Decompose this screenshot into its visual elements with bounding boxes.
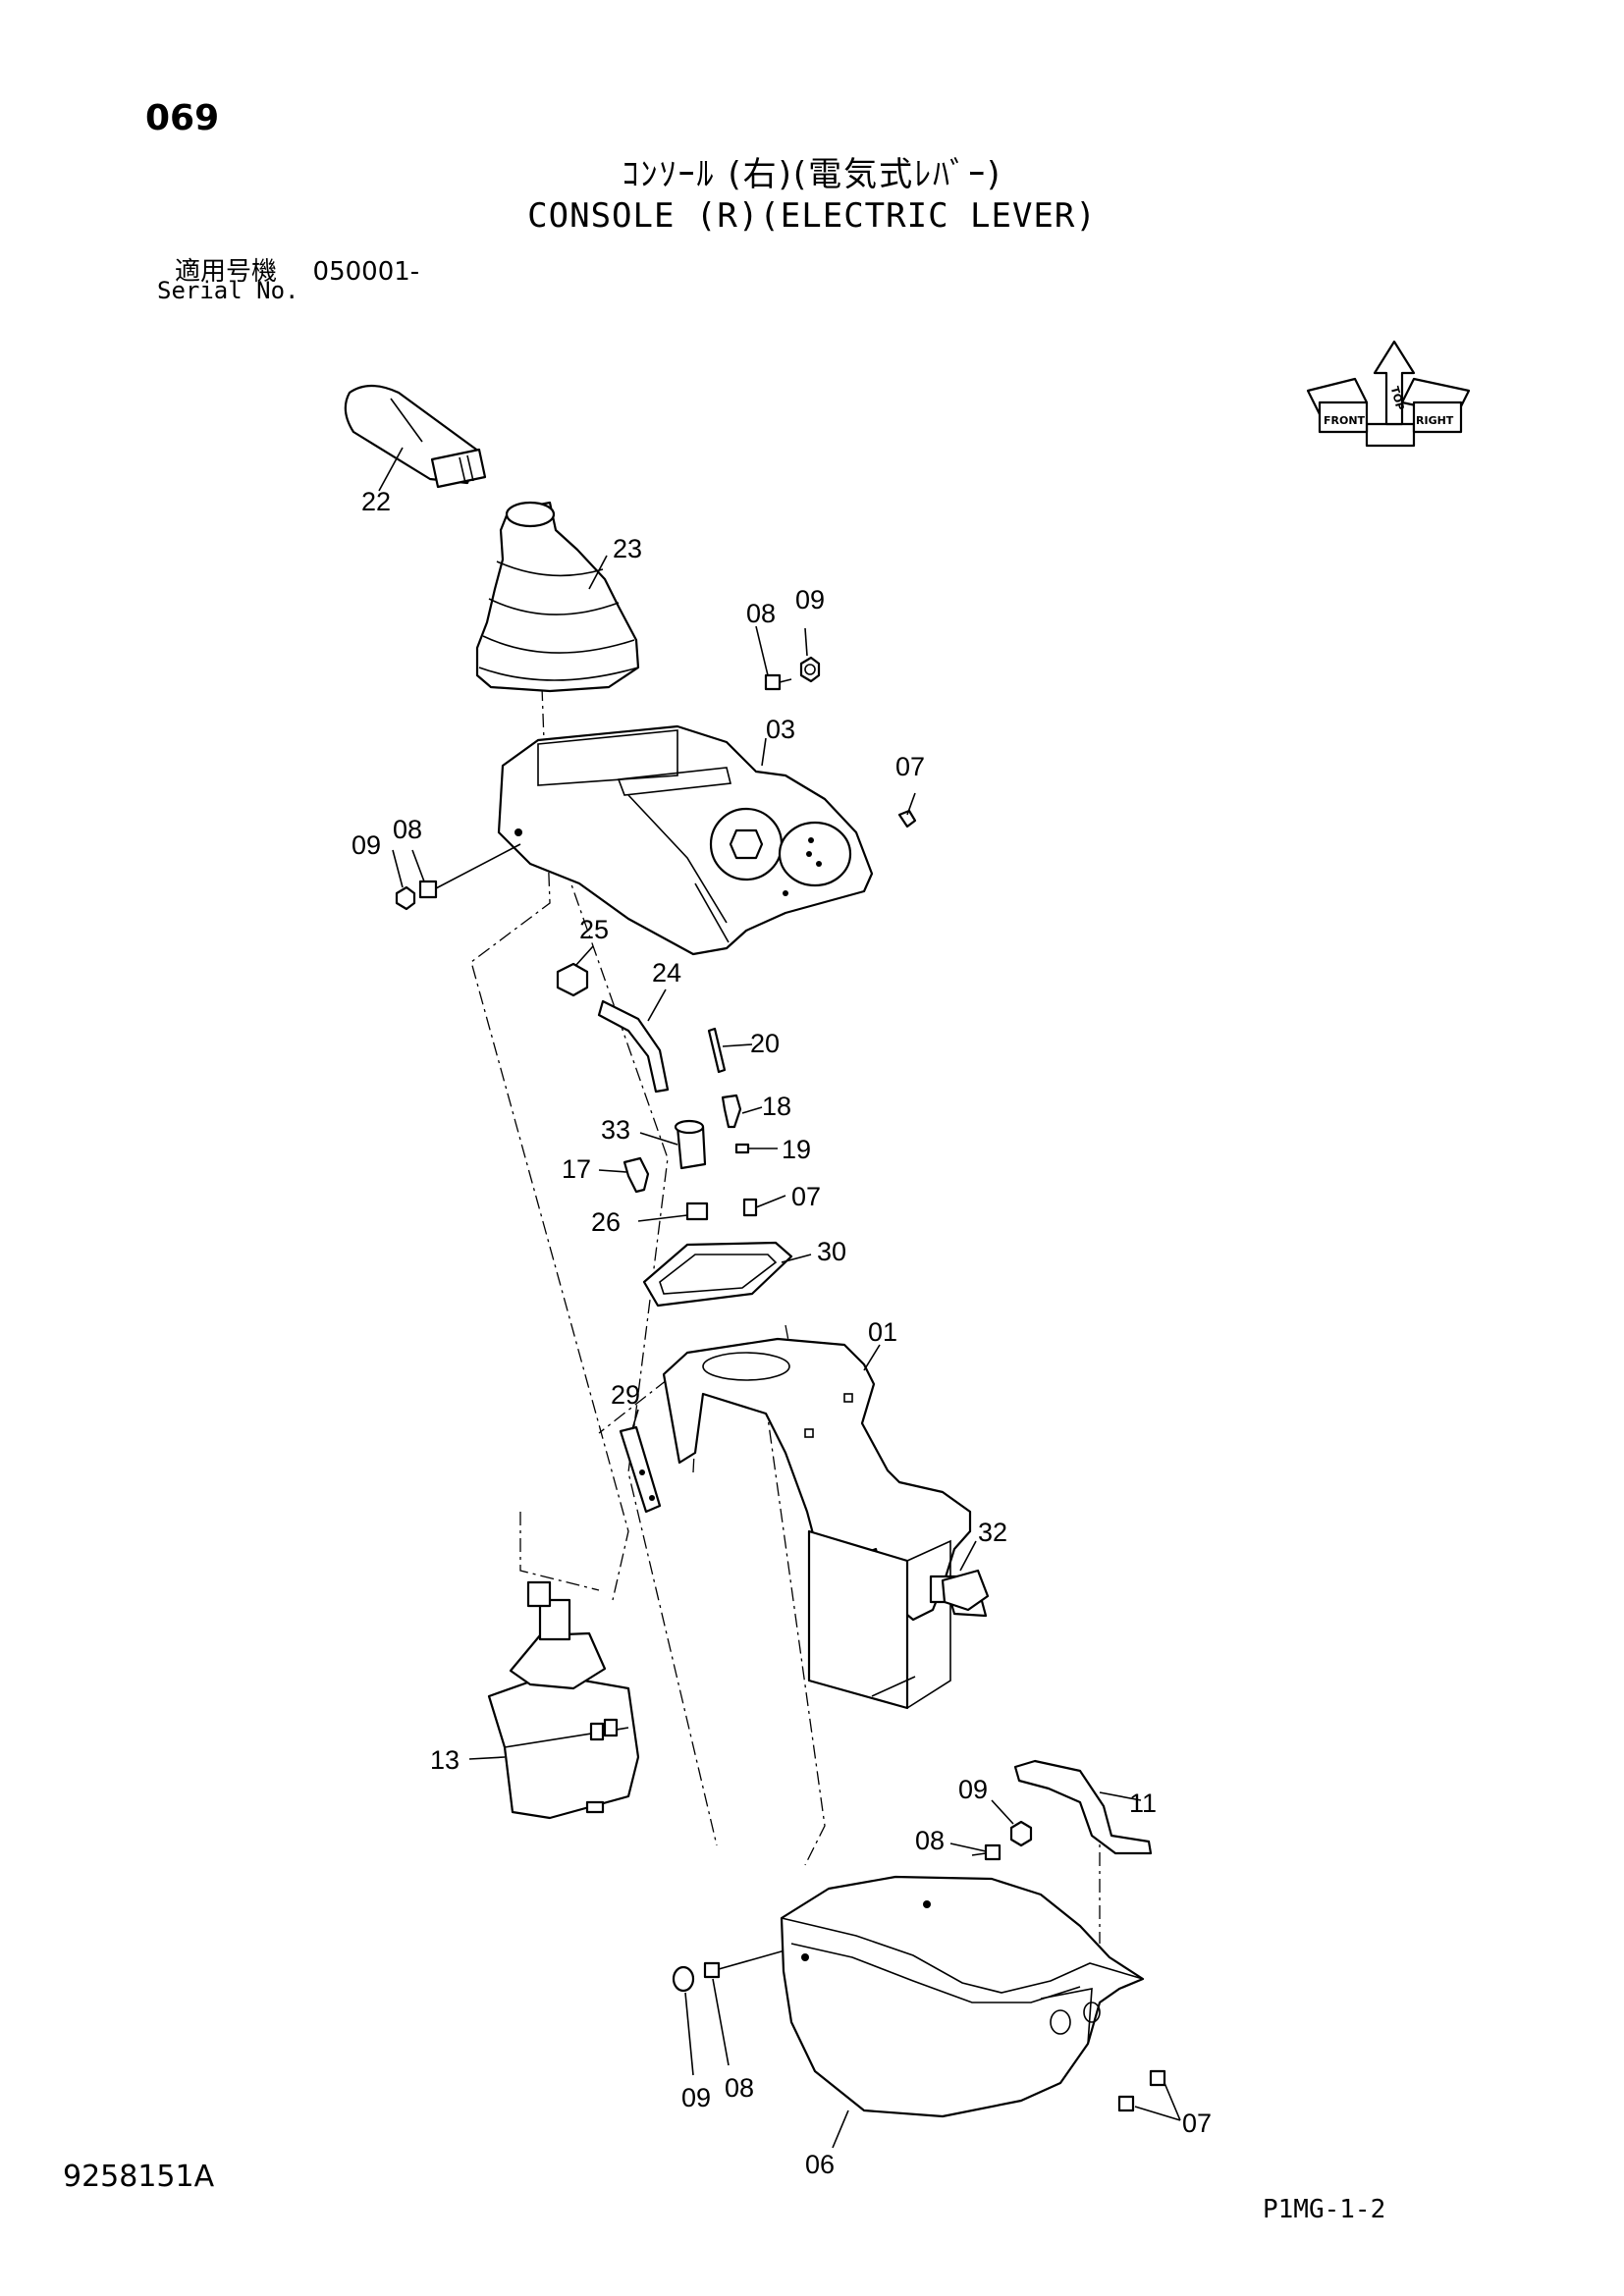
part-17-bolt [623, 1156, 650, 1194]
orientation-top-label: TOP [1388, 385, 1407, 411]
orientation-icon: TOP FRONT RIGHT [1306, 340, 1471, 448]
callout-09: 09 [681, 2083, 711, 2112]
callout-24: 24 [652, 958, 681, 988]
callout-09: 09 [352, 830, 381, 860]
callout-18: 18 [762, 1092, 791, 1121]
callout-03: 03 [766, 715, 795, 744]
part-19-washer [734, 1143, 750, 1154]
leader-lines [378, 447, 1181, 2149]
callout-23: 23 [613, 534, 642, 563]
callout-01: 01 [868, 1317, 897, 1347]
part-11-handle [1013, 1759, 1153, 1855]
part-20-pin [707, 1027, 727, 1074]
callout-08: 08 [393, 815, 422, 844]
serial-value: 050001- [312, 257, 420, 287]
callout-07: 07 [791, 1182, 821, 1211]
hardware-console-top [395, 656, 917, 911]
callout-26: 26 [591, 1207, 621, 1237]
callout-11: 11 [1129, 1789, 1157, 1818]
title-english: CONSOLE (R)(ELECTRIC LEVER) [527, 196, 1097, 236]
part-01-bracket [662, 1337, 988, 1710]
callout-08: 08 [725, 2073, 754, 2103]
callout-09: 09 [795, 585, 825, 614]
orientation-right-label: RIGHT [1416, 414, 1454, 427]
sheet-code: P1MG-1-2 [1263, 2195, 1386, 2224]
serial-range: 適用号機 050001- [175, 251, 419, 288]
part-22-grip [344, 384, 487, 489]
part-13-joystick [487, 1580, 640, 1820]
callout-07: 07 [895, 752, 925, 781]
part-06-lower-cover [780, 1875, 1145, 2118]
part-32-clip [941, 1569, 990, 1612]
part-03-console-cover [497, 724, 874, 956]
callout-06: 06 [805, 2150, 835, 2179]
callout-25: 25 [579, 915, 609, 944]
callout-20: 20 [750, 1029, 780, 1058]
title-japanese: ｺﾝｿｰﾙ (右)(電気式ﾚﾊﾞｰ) [622, 155, 1002, 194]
part-24-plate [597, 999, 670, 1094]
part-25-nut [556, 962, 589, 997]
part-18-screw [721, 1094, 742, 1129]
page-number: 069 [145, 98, 220, 138]
part-23-boot [475, 501, 640, 693]
callout-08: 08 [746, 599, 776, 628]
serial-label-japanese: 適用号機 [175, 257, 278, 287]
callout-30: 30 [817, 1237, 846, 1266]
part-30-gasket [642, 1241, 793, 1308]
part-26-block [685, 1201, 709, 1221]
callout-13: 13 [430, 1745, 460, 1775]
callout-08: 08 [915, 1826, 945, 1855]
callout-29: 29 [611, 1380, 640, 1410]
callout-22: 22 [361, 487, 391, 516]
callout-07: 07 [1182, 2109, 1212, 2138]
part-29-strap [619, 1425, 662, 1514]
callout-09: 09 [958, 1775, 988, 1804]
callout-17: 17 [562, 1154, 591, 1184]
drawing-number: 9258151A [63, 2160, 215, 2194]
callout-19: 19 [782, 1135, 811, 1164]
serial-label-english: Serial No. [157, 277, 299, 304]
part-07-bolt-mid [742, 1198, 758, 1217]
callout-32: 32 [978, 1518, 1007, 1547]
callout-33: 33 [601, 1115, 630, 1145]
lever-internal-parts [556, 962, 758, 1221]
orientation-front-label: FRONT [1324, 414, 1366, 427]
callout-labels: 22 23 08 09 03 07 09 08 25 24 20 18 33 1… [352, 487, 1212, 2179]
